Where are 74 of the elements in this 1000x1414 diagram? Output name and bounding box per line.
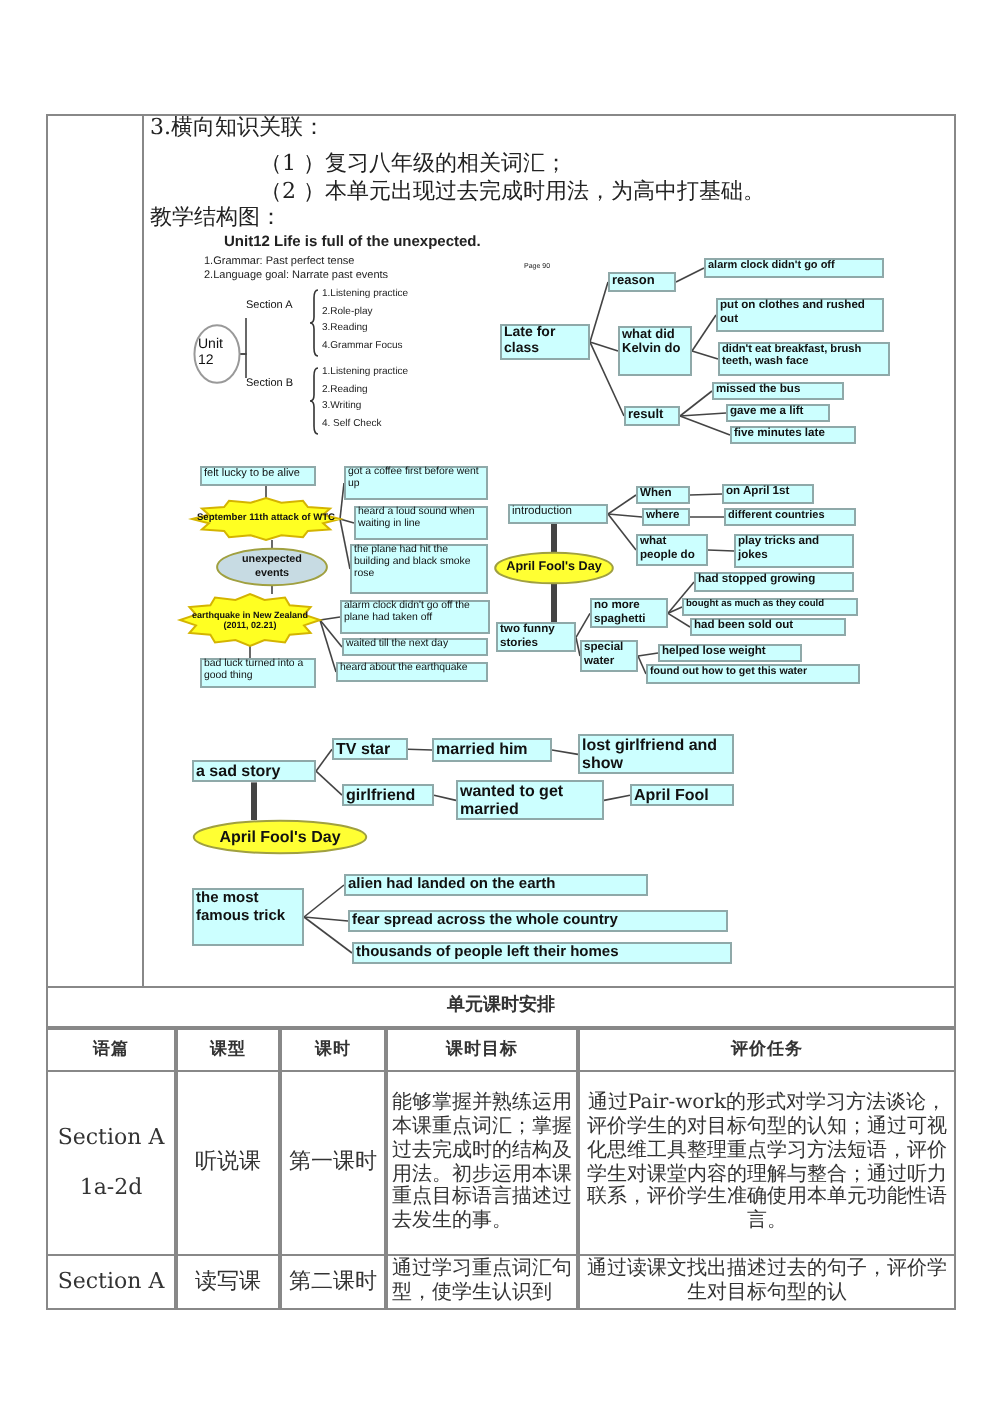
connector-line: [239, 317, 247, 355]
connector-line: [689, 516, 725, 518]
body-text: 3.横向知识关联：: [150, 112, 325, 142]
connector-line: [303, 916, 353, 954]
table-cell: 通过Pair-work的形式对学习方法谈论，评价学生的对目标句型的认知；通过可视化思维工具整理重点学习方法短语，评价学生对课堂内容的理解与整合；通过听力联系，评价学生准确使用本单元功能性语言。: [578, 1070, 956, 1256]
connector-line: [319, 619, 337, 673]
connector-line: [603, 794, 631, 802]
connector-line: [589, 341, 619, 352]
connector-line: [551, 524, 557, 552]
table-cell: 能够掌握并熟练运用本课重点词汇；掌握过去完成时的结构及用法。初步运用本课重点目标语言描述过去发生的事。: [386, 1070, 578, 1256]
connector-line: [679, 412, 727, 417]
topic-box: a sad story: [192, 760, 316, 783]
connector-line: [575, 612, 591, 639]
connector-line: [271, 585, 273, 595]
connector-line: [249, 645, 251, 659]
connector-line: [679, 390, 713, 417]
table-header: 课时: [280, 1028, 386, 1072]
connector-line: [637, 652, 659, 657]
connector-line: [707, 549, 735, 552]
table-header: 评价任务: [578, 1028, 956, 1072]
table-cell: 第一课时: [280, 1070, 386, 1256]
connector-line: [271, 539, 273, 549]
table-header: 课时目标: [386, 1028, 578, 1072]
connector-line: [339, 518, 355, 524]
connector-line: [607, 513, 643, 518]
table-cell: 第二课时: [280, 1254, 386, 1310]
topic-ellipse: April Fool's Day: [192, 820, 368, 854]
connector-line: [637, 655, 647, 675]
connector-line: [667, 581, 695, 615]
connector-line: [689, 493, 723, 496]
connector-line: [339, 518, 351, 570]
topic-box: married him: [432, 738, 552, 762]
connector-line: [319, 619, 343, 648]
connector-line: [667, 612, 691, 628]
body-text: （2 ）本单元出现过去完成时用法，为高中打基础。: [260, 176, 765, 206]
topic-box: April Fool: [630, 784, 734, 807]
body-text: （1 ）复习八年级的相关词汇；: [260, 148, 567, 178]
connector-line: [667, 606, 683, 615]
table-cell: 读写课: [176, 1254, 280, 1310]
table-cell: 通过读课文找出描述过去的句子，评价学生对目标句型的认: [578, 1254, 956, 1310]
topic-box: TV star: [332, 738, 408, 761]
connector-line: [265, 485, 267, 499]
connector-line: [607, 513, 637, 551]
table-cell: Section A: [46, 1254, 176, 1310]
connector-line: [239, 353, 247, 379]
table-header: 课型: [176, 1028, 280, 1072]
table-cell: 听说课: [176, 1070, 280, 1256]
connector-line: [251, 782, 257, 820]
connector-line: [679, 415, 731, 436]
connector-line: [433, 794, 457, 802]
table-cell: Section A 1a-2d: [46, 1070, 176, 1256]
connector-line: [691, 350, 719, 360]
connector-line: [315, 770, 343, 796]
connector-line: [339, 482, 345, 520]
connector-line: [303, 916, 349, 922]
table-cell: 通过学习重点词汇句型，使学生认识到: [386, 1254, 578, 1310]
topic-box: wanted to get married: [456, 780, 604, 821]
table-title: 单元课时安排: [46, 986, 956, 1028]
connector-line: [589, 341, 625, 417]
connector-line: [319, 616, 341, 621]
connector-line: [303, 884, 345, 918]
connector-line: [607, 494, 637, 515]
connector-line: [407, 748, 433, 751]
topic-box: girlfriend: [342, 784, 434, 807]
table-header: 语篇: [46, 1028, 176, 1072]
connector-line: [551, 749, 579, 756]
body-text: 教学结构图：: [150, 202, 282, 232]
connector-line: [315, 748, 333, 772]
connector-line: [691, 314, 717, 352]
connector-line: [675, 267, 705, 283]
connector-line: [589, 281, 609, 343]
connector-line: [551, 584, 557, 622]
topic-box: lost girlfriend and show: [578, 734, 734, 775]
connector-line: [575, 636, 581, 657]
